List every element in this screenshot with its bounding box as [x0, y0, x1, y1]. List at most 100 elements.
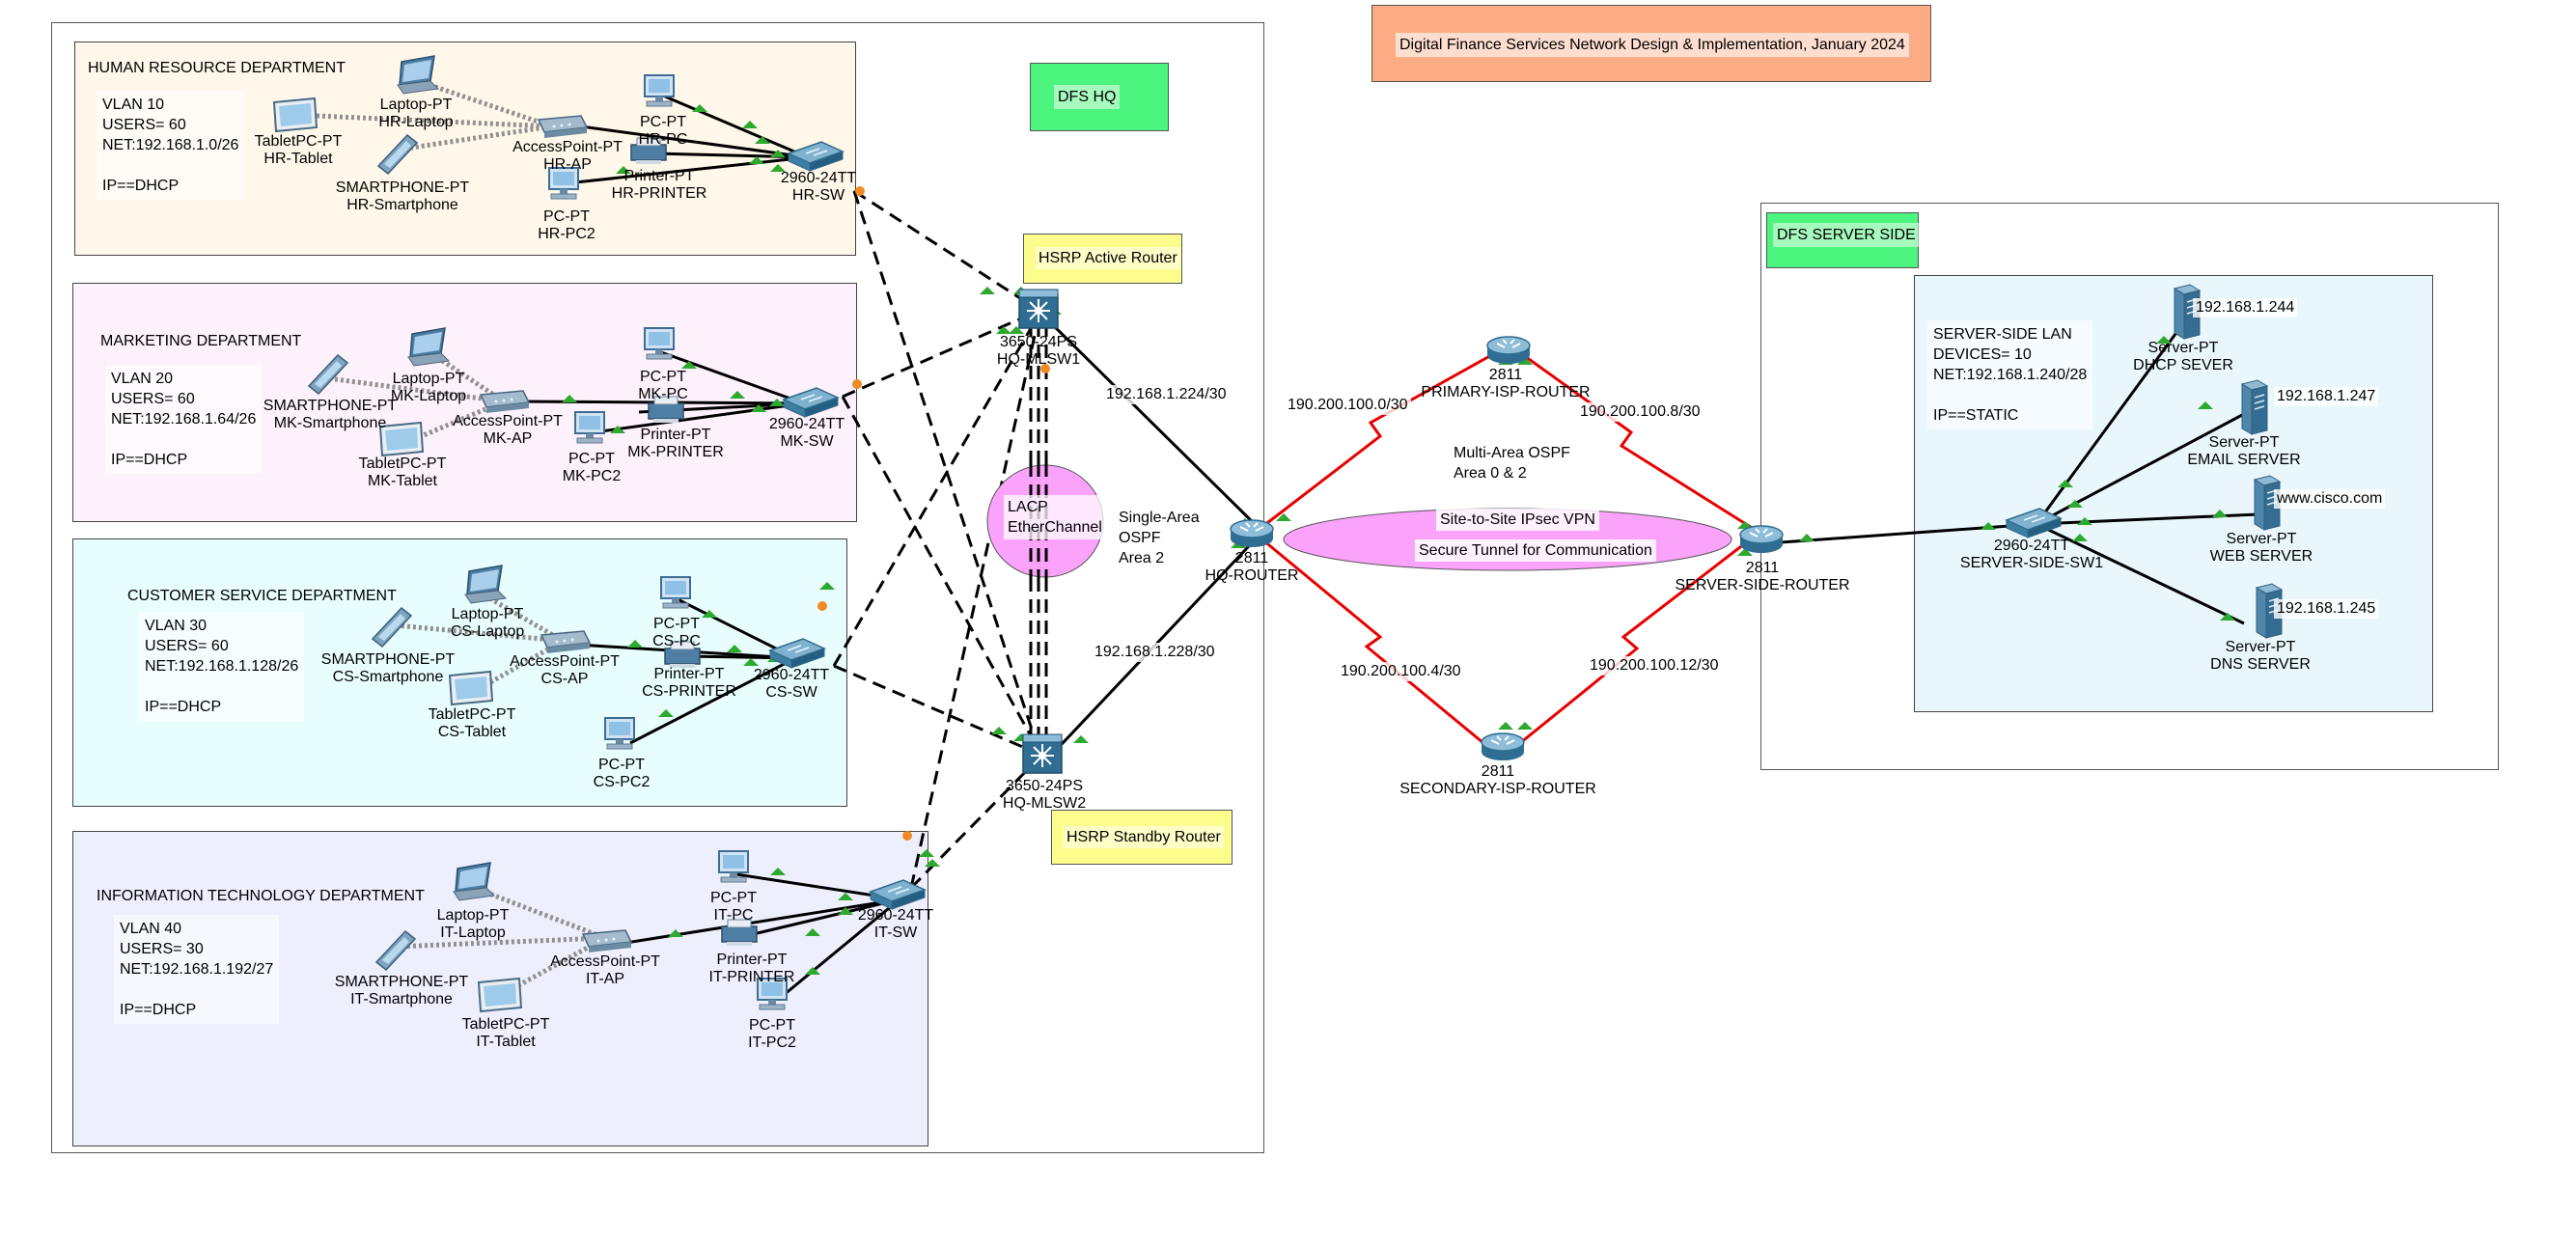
hr-ap-icon[interactable] [538, 115, 588, 139]
hr-tablet-icon[interactable] [273, 97, 318, 132]
it-smartphone-icon[interactable] [375, 930, 416, 971]
it-tablet-icon[interactable] [478, 978, 522, 1012]
cs-pc2-icon[interactable] [604, 717, 635, 750]
hr-dept-info: VLAN 10 USERS= 60 NET:192.168.1.0/26 IP=… [97, 91, 245, 200]
hq-mlsw1-icon[interactable] [1018, 289, 1059, 329]
dhcp-server-ip: 192.168.1.244 [2193, 298, 2298, 317]
mk-pc-icon[interactable] [644, 327, 675, 360]
hq-router-icon[interactable] [1230, 519, 1274, 548]
link-label-isp1-srv: 190.200.100.8/30 [1577, 402, 1703, 422]
cs-dept-info: VLAN 30 USERS= 60 NET:192.168.1.128/26 I… [139, 612, 305, 721]
primary-isp-router-icon[interactable] [1486, 336, 1531, 365]
server-side-router-icon[interactable] [1739, 525, 1784, 554]
mk-pc2-icon[interactable] [574, 411, 605, 444]
mk-laptop-icon[interactable] [407, 327, 450, 367]
title-text: Digital Finance Services Network Design … [1396, 33, 1909, 57]
cs-laptop-icon[interactable] [464, 565, 507, 604]
cs-pc-icon[interactable] [660, 576, 691, 609]
mk-ap-icon[interactable] [480, 390, 530, 414]
hsrp-active-label: HSRP Active Router [1036, 247, 1180, 269]
title-banner: Digital Finance Services Network Design … [1371, 5, 1931, 82]
hsrp-standby-label: HSRP Standby Router [1064, 826, 1224, 848]
server-lan-info: SERVER-SIDE LAN DEVICES= 10 NET:192.168.… [1927, 320, 2093, 429]
link-label-mlsw1-router: 192.168.1.224/30 [1103, 385, 1230, 404]
hr-smartphone-icon[interactable] [377, 134, 418, 175]
email-server-icon[interactable] [2241, 379, 2268, 435]
web-server-url: www.cisco.com [2274, 489, 2386, 509]
server-side-label: DFS SERVER SIDE [1773, 223, 1920, 247]
hsrp-standby-box: HSRP Standby Router [1051, 810, 1233, 865]
hr-dept-name: HUMAN RESOURCE DEPARTMENT [88, 60, 346, 76]
it-pc-icon[interactable] [718, 850, 749, 883]
cs-area [72, 538, 847, 807]
hr-pc-icon[interactable] [644, 74, 675, 107]
mk-switch-icon[interactable] [783, 387, 839, 418]
orange-port-indicators [817, 186, 1050, 841]
link-label-hq-isp2: 190.200.100.4/30 [1338, 662, 1464, 681]
multi-area-ospf-label: Multi-Area OSPF Area 0 & 2 [1454, 445, 1570, 482]
cs-dept-name: CUSTOMER SERVICE DEPARTMENT [127, 588, 397, 604]
cs-ap-icon[interactable] [540, 630, 591, 654]
hq-label-box: DFS HQ [1030, 63, 1169, 131]
vpn-label-2: Secure Tunnel for Communication [1415, 539, 1656, 562]
hr-laptop-icon[interactable] [397, 55, 439, 95]
it-dept-name: INFORMATION TECHNOLOGY DEPARTMENT [97, 888, 425, 904]
link-status-indicators [562, 104, 2235, 975]
mk-dept-name: MARKETING DEPARTMENT [100, 333, 302, 349]
hq-mlsw2-icon[interactable] [1022, 733, 1063, 774]
secondary-isp-router-icon[interactable] [1481, 732, 1525, 761]
link-label-hq-isp1: 190.200.100.0/30 [1285, 396, 1411, 415]
hsrp-active-box: HSRP Active Router [1023, 234, 1182, 284]
mk-dept-info: VLAN 20 USERS= 60 NET:192.168.1.64/26 IP… [105, 365, 263, 474]
email-server-ip: 192.168.1.247 [2274, 387, 2379, 406]
hr-switch-icon[interactable] [788, 141, 844, 172]
it-dept-info: VLAN 40 USERS= 30 NET:192.168.1.192/27 I… [114, 915, 280, 1024]
vpn-label-1: Site-to-Site IPsec VPN [1436, 509, 1599, 531]
it-laptop-icon[interactable] [453, 862, 495, 901]
cs-smartphone-icon[interactable] [372, 607, 412, 648]
cs-switch-icon[interactable] [769, 638, 825, 669]
single-area-ospf-label: Single-Area OSPF Area 2 [1119, 510, 1200, 566]
cs-tablet-icon[interactable] [449, 671, 493, 705]
hq-area [51, 22, 1264, 1153]
mk-smartphone-icon[interactable] [308, 354, 348, 395]
it-ap-icon[interactable] [582, 929, 632, 953]
